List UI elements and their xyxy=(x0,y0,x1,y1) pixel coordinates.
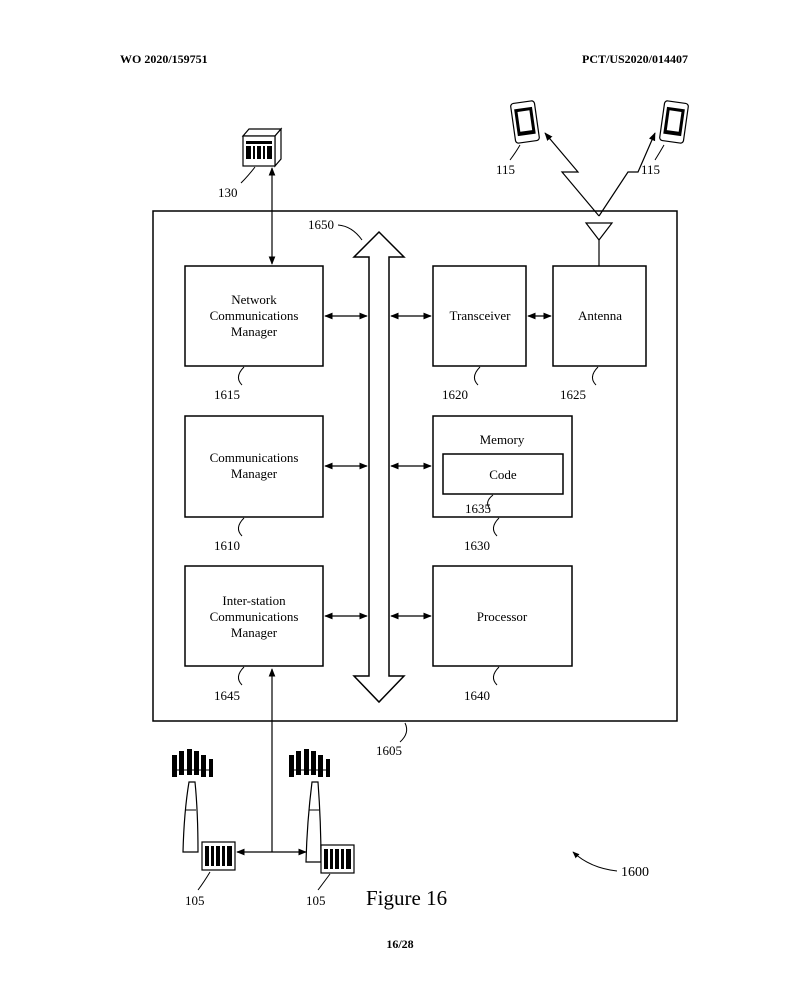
code-block xyxy=(442,453,564,495)
figure-ref: 1600 xyxy=(621,865,649,880)
ncm-ref: 1615 xyxy=(214,387,240,402)
base-station-left-icon xyxy=(172,749,236,871)
iscm-label-line-1: Inter-station xyxy=(222,593,286,608)
processor-ref: 1640 xyxy=(464,688,490,703)
memory-label: Memory xyxy=(480,432,525,447)
ue-left-phone-icon xyxy=(510,100,540,144)
bus-arrow xyxy=(352,230,406,704)
bus-ref: 1650 xyxy=(308,217,334,232)
base-station-right-icon xyxy=(289,749,355,874)
base-station-right-ref: 105 xyxy=(306,893,326,908)
antenna-icon xyxy=(584,222,614,241)
antenna-block xyxy=(552,265,647,367)
iscm-label-line-3: Manager xyxy=(231,625,278,640)
page-number: 16/28 xyxy=(386,937,414,951)
ue-left-leader xyxy=(509,144,521,161)
core-network-ref: 130 xyxy=(218,185,238,200)
ncm-leader xyxy=(238,366,245,386)
iscm-ref: 1645 xyxy=(214,688,240,703)
bus-leader xyxy=(337,224,363,241)
cm-label-line-2: Manager xyxy=(231,466,278,481)
iscm-label-line-2: Communications xyxy=(210,609,299,624)
ncm-label-line-3: Manager xyxy=(231,324,278,339)
code-label: Code xyxy=(489,467,517,482)
core-network-leader xyxy=(240,166,256,184)
cm-ref: 1610 xyxy=(214,538,240,553)
inter-station-communications-manager-block xyxy=(184,565,324,667)
ue-right-phone-icon xyxy=(659,100,689,144)
device-boundary xyxy=(152,210,678,722)
ue-right-wireless-link xyxy=(598,132,656,217)
iscm-leader xyxy=(238,666,245,686)
transceiver-block xyxy=(432,265,527,367)
ncm-label-line-1: Network xyxy=(231,292,277,307)
ncm-label-line-2: Communications xyxy=(210,308,299,323)
base-station-right-leader xyxy=(317,873,331,891)
antenna-ref: 1625 xyxy=(560,387,586,402)
ue-right-leader xyxy=(654,144,665,161)
cm-leader xyxy=(238,517,245,537)
ue-right-ref: 115 xyxy=(641,162,660,177)
ue-left-ref: 115 xyxy=(496,162,515,177)
device-ref: 1605 xyxy=(376,743,402,758)
processor-block xyxy=(432,565,573,667)
antenna-label: Antenna xyxy=(578,308,622,323)
memory-leader xyxy=(493,517,500,537)
processor-label: Processor xyxy=(477,609,528,624)
application-number: PCT/US2020/014407 xyxy=(581,52,688,66)
code-leader xyxy=(487,494,494,510)
device-leader xyxy=(399,722,408,743)
base-station-left-leader xyxy=(197,871,211,891)
network-communications-manager-block xyxy=(184,265,324,367)
processor-leader xyxy=(493,666,500,686)
figure-caption: Figure 16 xyxy=(366,886,447,910)
transceiver-label: Transceiver xyxy=(450,308,512,323)
communications-manager-block xyxy=(184,415,324,518)
memory-ref: 1630 xyxy=(464,538,490,553)
transceiver-leader xyxy=(474,366,481,386)
base-station-left-ref: 105 xyxy=(185,893,205,908)
transceiver-ref: 1620 xyxy=(442,387,468,402)
core-network-server-icon xyxy=(241,127,283,168)
ue-left-wireless-link xyxy=(544,132,600,217)
figure-ref-leader xyxy=(572,851,618,872)
code-ref: 1635 xyxy=(465,501,491,516)
antenna-leader xyxy=(592,366,599,386)
publication-number: WO 2020/159751 xyxy=(120,52,208,66)
cm-label-line-1: Communications xyxy=(210,450,299,465)
